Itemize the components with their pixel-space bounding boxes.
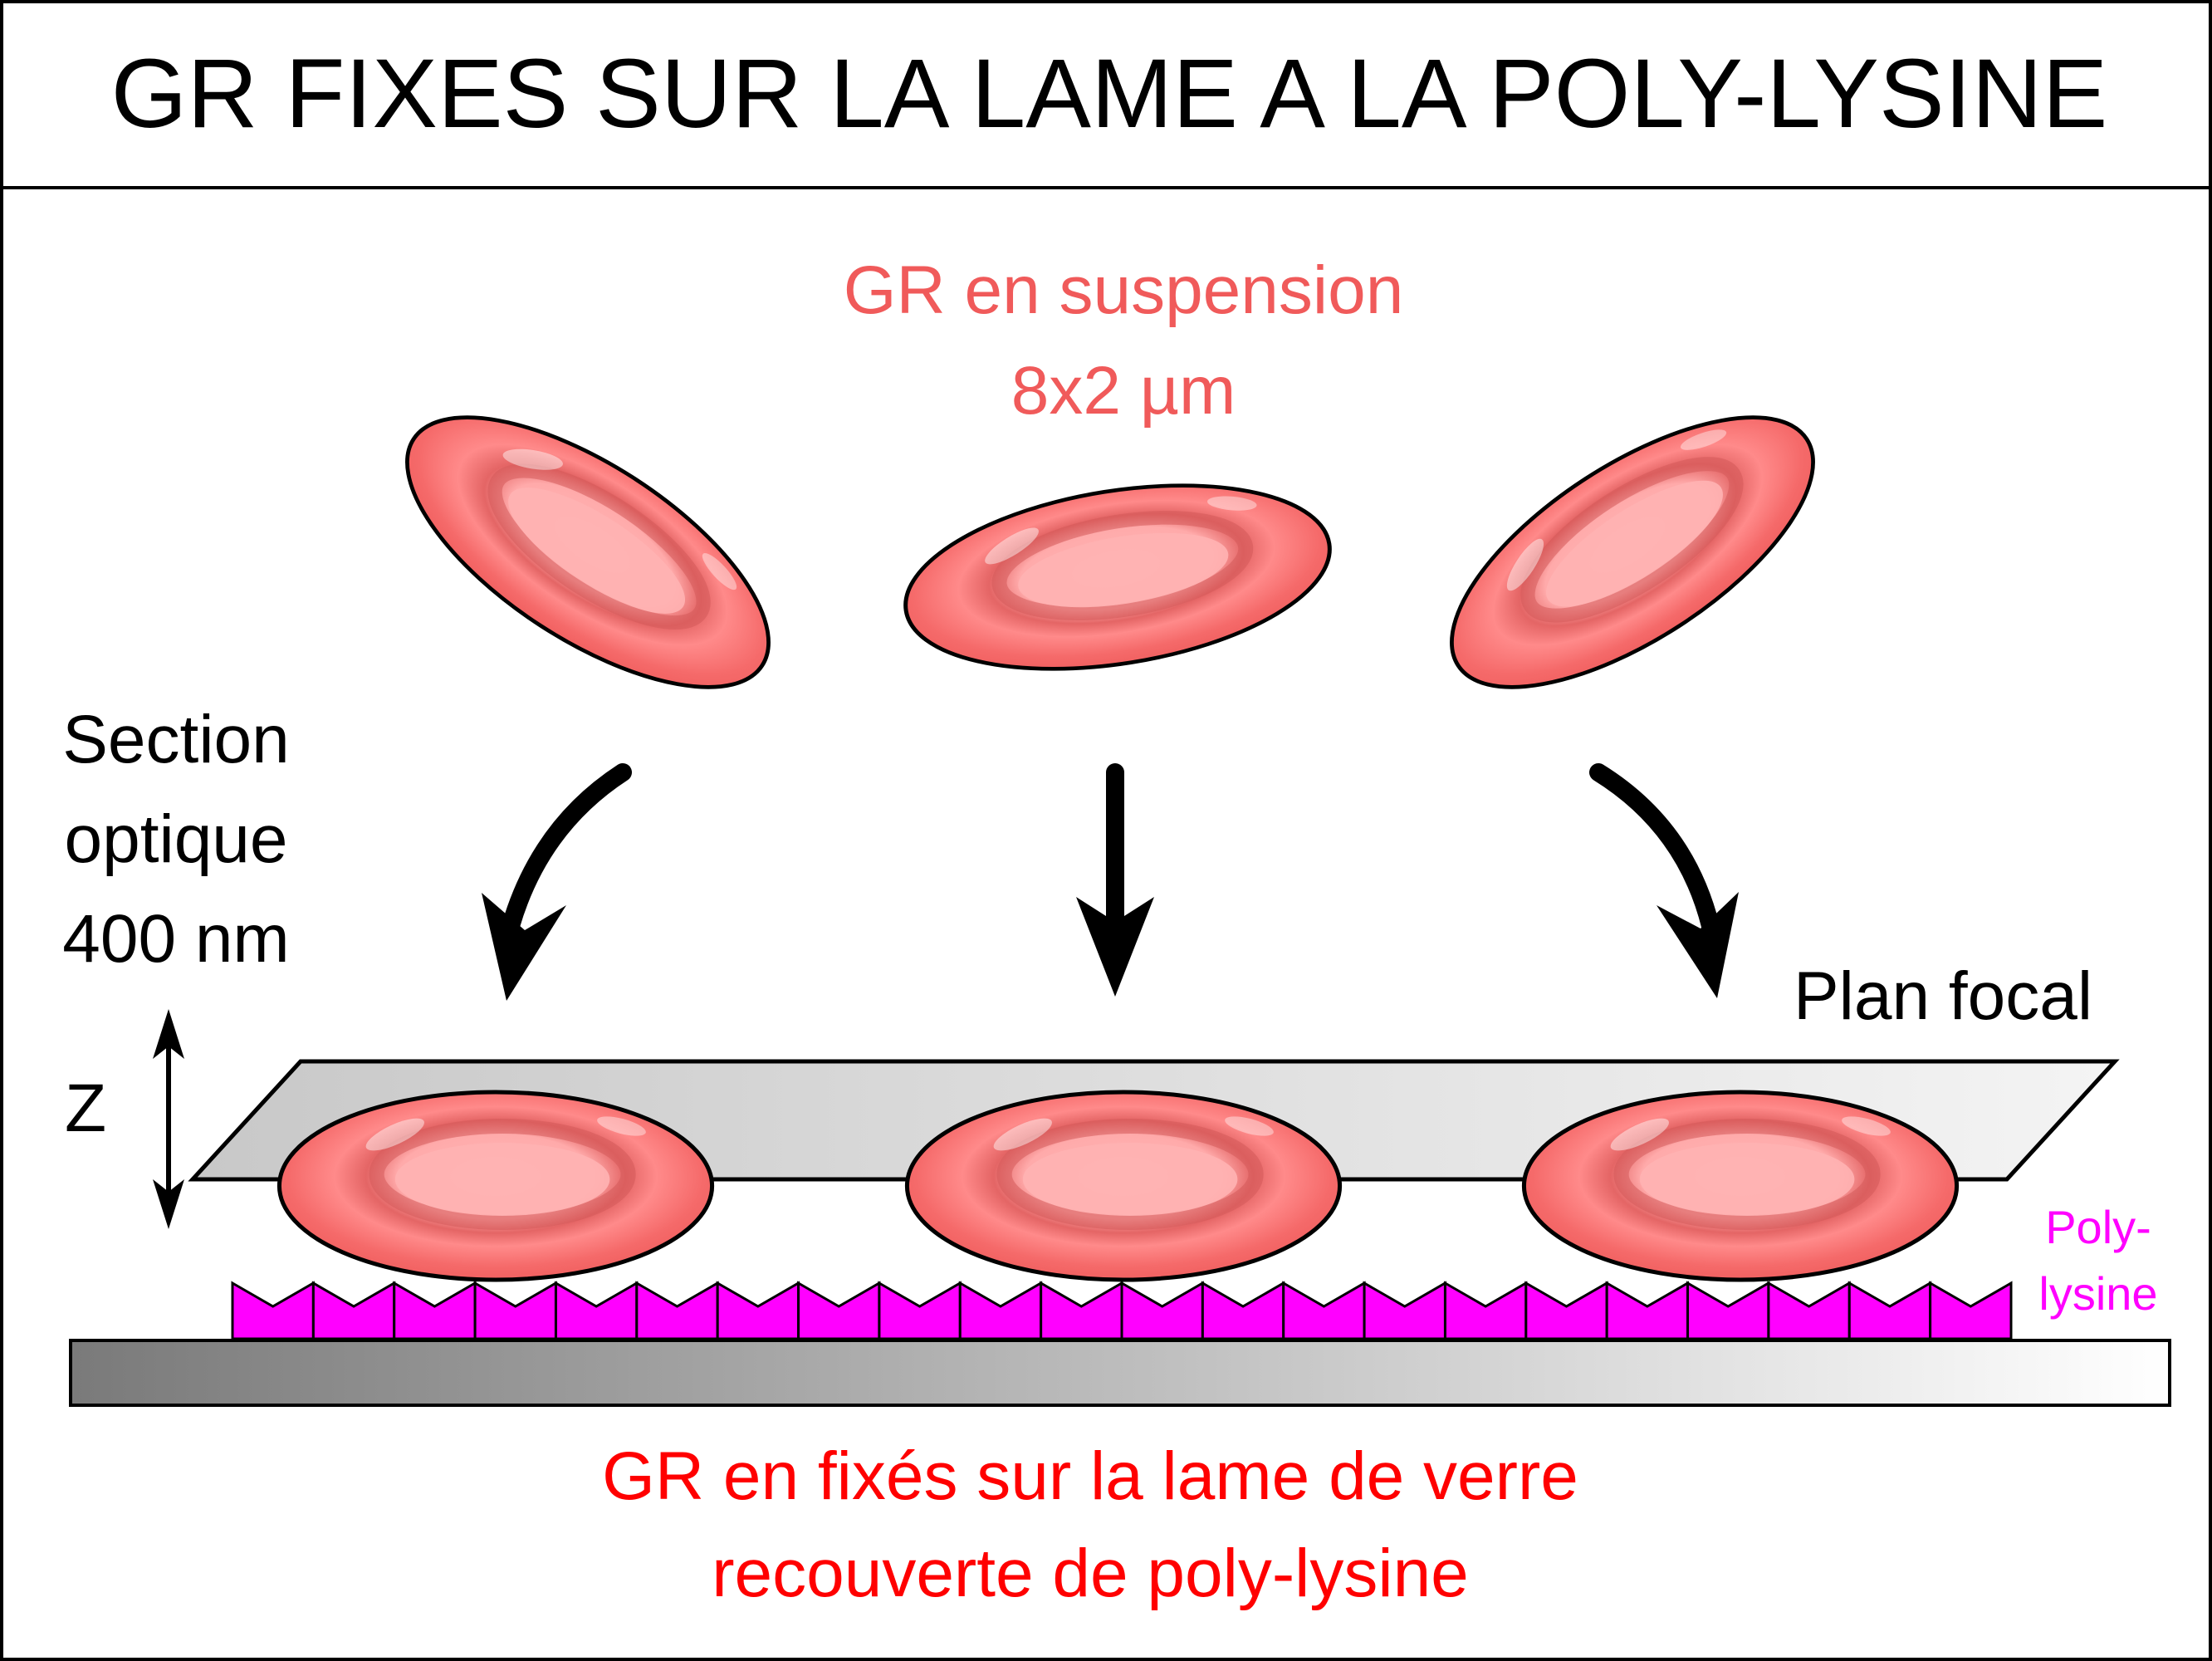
fixed-cell-left <box>279 1092 712 1280</box>
z-axis-label: Z <box>65 1071 106 1146</box>
polylysine-layer <box>231 1281 2013 1340</box>
focal-plane-label: Plan focal <box>1794 958 2092 1034</box>
glass-slide <box>69 1339 2171 1407</box>
bottom-caption-line2: recouverte de poly-lysine <box>712 1536 1469 1611</box>
section-label-line2: optique <box>64 801 287 877</box>
polylysine-segment <box>1929 1281 2013 1340</box>
page-title: GR FIXES SUR LA LAME A LA POLY-LYSINE <box>111 39 2108 149</box>
arrow-left <box>482 763 632 1001</box>
suspension-size-label: 8x2 µm <box>1011 353 1236 429</box>
polylysine-label-line1: Poly- <box>2045 1201 2151 1253</box>
fixed-cell-right <box>1524 1092 1956 1280</box>
arrow-right <box>1589 763 1739 998</box>
section-label-line1: Section <box>62 702 290 777</box>
z-double-arrow <box>153 1009 184 1229</box>
fixed-cell-center <box>907 1092 1339 1280</box>
bottom-caption-line1: GR en fixés sur la lame de verre <box>602 1438 1578 1514</box>
arrow-center <box>1076 763 1154 997</box>
polylysine-label-line2: lysine <box>2038 1267 2157 1320</box>
section-label-line3: 400 nm <box>62 901 290 977</box>
suspension-label: GR en suspension <box>844 252 1404 328</box>
